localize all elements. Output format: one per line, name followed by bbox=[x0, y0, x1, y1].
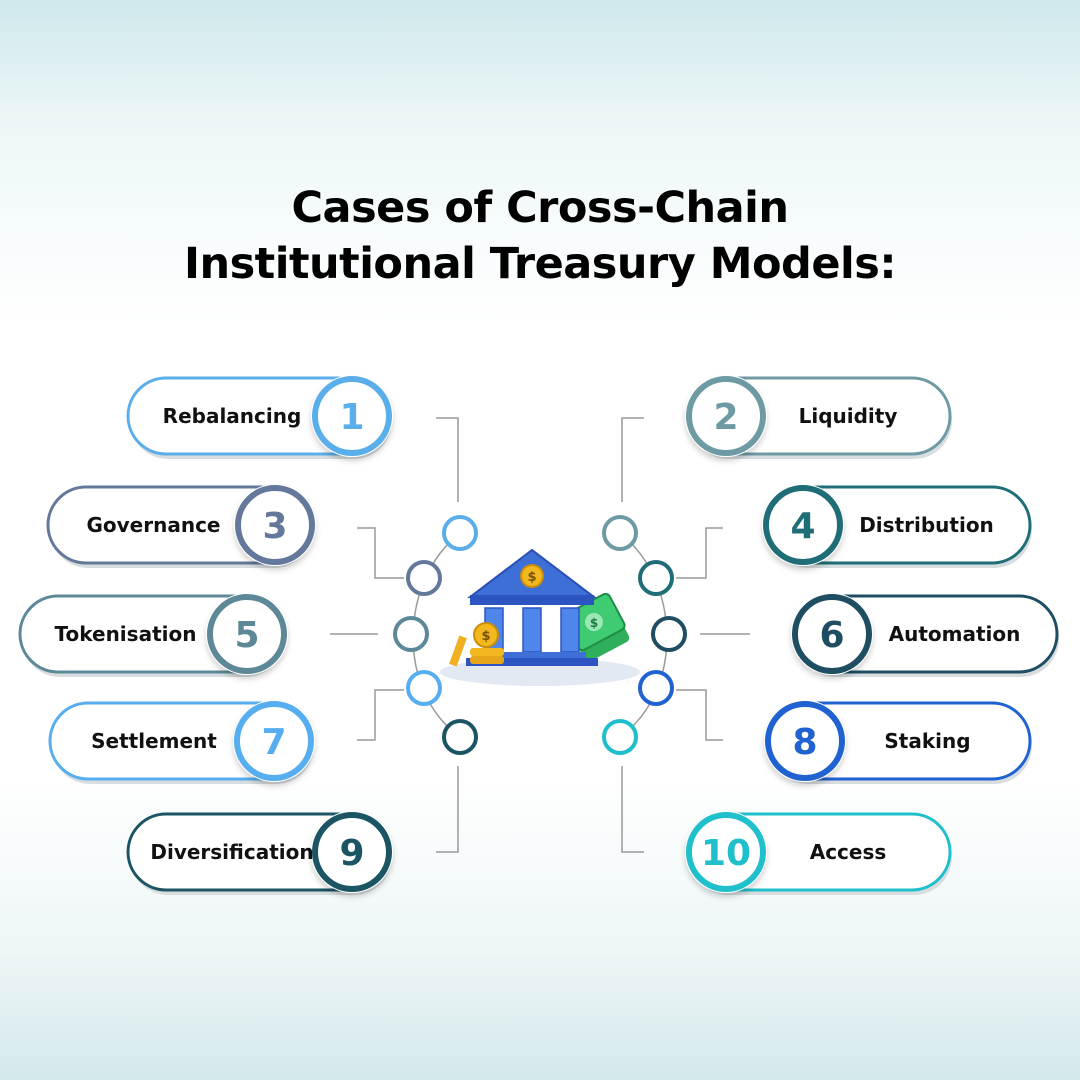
case-number: 1 bbox=[339, 397, 364, 438]
case-number: 9 bbox=[339, 833, 364, 874]
title-line-1: Cases of Cross-Chain bbox=[291, 183, 790, 233]
connector-line-7 bbox=[357, 689, 404, 741]
arc-dot-7 bbox=[406, 670, 442, 706]
case-label: Staking bbox=[884, 729, 970, 753]
case-pill-rebalancing: 1 Rebalancing bbox=[126, 375, 393, 459]
arc-dot-3 bbox=[406, 560, 442, 596]
connector-lines bbox=[330, 417, 750, 853]
dollar-coin-icon: $ bbox=[449, 622, 504, 667]
case-label: Diversification bbox=[150, 840, 313, 864]
number-circle bbox=[235, 485, 315, 565]
number-circle bbox=[312, 812, 392, 892]
case-label: Distribution bbox=[859, 513, 994, 537]
case-pill-diversification: 9 Diversification bbox=[126, 811, 393, 895]
arc-dot-1 bbox=[442, 515, 478, 551]
number-circle bbox=[312, 376, 392, 456]
svg-text:$: $ bbox=[590, 616, 598, 630]
case-pill-automation: 6 Automation bbox=[791, 593, 1059, 677]
case-number: 8 bbox=[792, 722, 817, 763]
title-line-2: Institutional Treasury Models: bbox=[183, 239, 897, 289]
case-pills: 1 Rebalancing 2 Liquidity 3 Governance 4 Distri… bbox=[18, 375, 1059, 895]
roof-coin-icon: $ bbox=[520, 564, 544, 588]
case-label: Liquidity bbox=[799, 404, 898, 428]
case-label: Access bbox=[810, 840, 887, 864]
case-label: Governance bbox=[86, 513, 220, 537]
connector-line-10 bbox=[621, 766, 644, 853]
bank-building-icon: $ $ $ bbox=[440, 548, 640, 686]
svg-text:$: $ bbox=[481, 629, 490, 644]
case-pill-access: 10 Access bbox=[685, 811, 952, 895]
connector-line-3 bbox=[357, 527, 404, 579]
svg-text:$: $ bbox=[527, 570, 536, 585]
arc-dot-6 bbox=[651, 616, 687, 652]
arc-dots bbox=[393, 515, 687, 755]
case-pill-distribution: 4 Distribution bbox=[762, 484, 1032, 568]
case-pill-liquidity: 2 Liquidity bbox=[685, 375, 952, 459]
arc-dot-9 bbox=[442, 719, 478, 755]
case-pill-settlement: 7 Settlement bbox=[48, 700, 315, 784]
number-circle bbox=[207, 594, 287, 674]
connector-line-1 bbox=[436, 417, 459, 502]
number-circle bbox=[686, 812, 766, 892]
connector-line-4 bbox=[676, 527, 723, 579]
case-number: 5 bbox=[234, 615, 259, 656]
case-number: 3 bbox=[262, 506, 287, 547]
number-circle bbox=[765, 701, 845, 781]
case-number: 4 bbox=[790, 506, 815, 547]
arc-dot-10 bbox=[602, 719, 638, 755]
arc-dot-4 bbox=[638, 560, 674, 596]
arc-dot-8 bbox=[638, 670, 674, 706]
case-pill-staking: 8 Staking bbox=[764, 700, 1032, 784]
number-circle bbox=[763, 485, 843, 565]
page-title: Cases of Cross-Chain Institutional Treas… bbox=[0, 180, 1080, 292]
arc-dot-2 bbox=[602, 515, 638, 551]
number-circle bbox=[792, 594, 872, 674]
arc-dot-5 bbox=[393, 616, 429, 652]
case-number: 6 bbox=[819, 615, 844, 656]
case-number: 7 bbox=[261, 722, 286, 763]
case-pill-governance: 3 Governance bbox=[46, 484, 316, 568]
case-number: 10 bbox=[701, 833, 751, 874]
case-label: Tokenisation bbox=[55, 622, 197, 646]
case-label: Settlement bbox=[91, 729, 217, 753]
connector-line-8 bbox=[676, 689, 723, 741]
connector-line-2 bbox=[621, 417, 644, 502]
case-number: 2 bbox=[713, 397, 738, 438]
case-label: Automation bbox=[889, 622, 1021, 646]
connector-line-9 bbox=[436, 766, 459, 853]
number-circle bbox=[234, 701, 314, 781]
case-pill-tokenisation: 5 Tokenisation bbox=[18, 593, 288, 677]
number-circle bbox=[686, 376, 766, 456]
case-label: Rebalancing bbox=[163, 404, 302, 428]
